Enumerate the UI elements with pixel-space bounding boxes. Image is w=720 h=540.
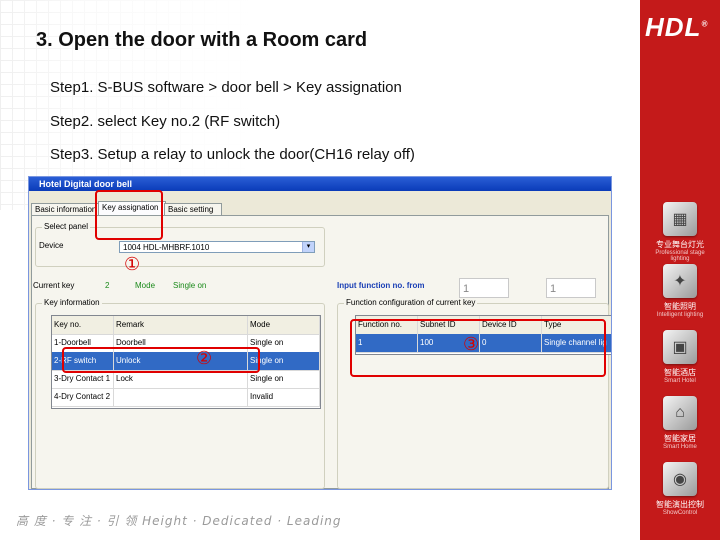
window-title: Hotel Digital door bell <box>29 177 611 191</box>
key-info-label: Key information <box>42 298 102 307</box>
logo-mark: ® <box>701 19 709 29</box>
column-header: Mode <box>248 316 320 334</box>
mode-cell: Single on <box>248 352 320 370</box>
feature-stage-lighting: ▦ 专业舞台灯光 Professional stage lighting <box>648 202 712 262</box>
device-label: Device <box>39 241 64 250</box>
feature-cn-label: 智能照明 <box>664 302 696 311</box>
key-cell: 3-Dry Contact 1 <box>52 370 114 388</box>
footer-slogan: 高 度 · 专 注 · 引 领 Height · Dedicated · Lea… <box>16 514 342 528</box>
mode-value: Single on <box>173 281 207 290</box>
feature-en-label: ShowControl <box>662 510 698 516</box>
feature-hotel: ▣ 智能酒店 Smart Hotel <box>648 330 712 384</box>
type-cell: Single channel lig <box>542 334 611 352</box>
remark-cell <box>114 388 248 406</box>
select-panel-label: Select panel <box>42 222 91 231</box>
mode-cell: Single on <box>248 370 320 388</box>
input-function-label: Input function no. from <box>337 281 425 290</box>
function-config-group: Function configuration of current key <box>337 298 609 489</box>
key-table-header: Key no. Remark Mode <box>52 316 320 335</box>
feature-en-label: Intelligent lighting <box>656 312 704 318</box>
input-to-field[interactable]: 1 <box>546 278 596 298</box>
mode-cell: Invalid <box>248 388 320 406</box>
feature-cn-label: 智能家居 <box>664 434 696 443</box>
step-2: Step2. select Key no.2 (RF switch) <box>50 113 281 130</box>
home-icon: ⌂ <box>663 396 697 430</box>
table-row[interactable]: 3-Dry Contact 1 Lock Single on <box>52 370 320 389</box>
column-header: Remark <box>114 316 248 334</box>
step-3: Step3. Setup a relay to unlock the door(… <box>50 146 415 163</box>
key-cell: 2-RF switch <box>52 352 114 370</box>
highlight-box-2 <box>62 347 260 373</box>
key-table: Key no. Remark Mode 1-Doorbell Doorbell … <box>51 315 321 409</box>
hotel-icon: ▣ <box>663 330 697 364</box>
feature-cn-label: 智能演出控制 <box>656 500 704 509</box>
slide-title: 3. Open the door with a Room card <box>36 29 368 51</box>
feature-en-label: Smart Hotel <box>664 378 696 384</box>
chevron-down-icon[interactable]: ▾ <box>302 242 314 252</box>
column-header: Function no. <box>356 316 418 334</box>
key-info-group: Key information <box>35 298 325 489</box>
bulb-icon: ✦ <box>663 264 697 298</box>
feature-en-label: Professional stage lighting <box>655 250 705 262</box>
feature-lighting: ✦ 智能照明 Intelligent lighting <box>648 264 712 318</box>
annotation-number-2: ② <box>196 348 213 369</box>
annotation-number-3: ③ <box>463 334 480 355</box>
highlight-box-3 <box>350 319 606 377</box>
annotation-number-1: ① <box>124 254 141 275</box>
stage-lighting-icon: ▦ <box>663 202 697 236</box>
mode-cell: Single on <box>248 334 320 352</box>
feature-home: ⌂ 智能家居 Smart Home <box>648 396 712 450</box>
remark-cell: Doorbell <box>114 334 248 352</box>
feature-cn-label: 专业舞台灯光 <box>656 240 704 249</box>
input-from-field[interactable]: 1 <box>459 278 509 298</box>
device-value: 1004 HDL-MHBRF.1010 <box>123 243 210 252</box>
current-key-value: 2 <box>105 281 110 290</box>
hdl-logo: HDL® <box>645 12 708 43</box>
subnet-cell: 100 <box>418 334 480 352</box>
feature-en-label: Smart Home <box>663 444 697 450</box>
column-header: Type <box>542 316 611 334</box>
table-row-selected[interactable]: 1 100 0 Single channel lig <box>356 334 611 353</box>
column-header: Subnet ID <box>418 316 480 334</box>
feature-cn-label: 智能酒店 <box>664 368 696 377</box>
key-cell: 4-Dry Contact 2 <box>52 388 114 406</box>
remark-cell: Unlock <box>114 352 248 370</box>
mode-label: Mode <box>135 281 156 290</box>
app-window: Hotel Digital door bell Basic informatio… <box>28 176 612 490</box>
select-panel-group: Select panel <box>35 222 325 267</box>
logo-text: HDL <box>645 12 702 42</box>
function-config-label: Function configuration of current key <box>344 298 478 307</box>
current-key-label: Current key <box>33 281 75 290</box>
device-cell: 0 <box>480 334 542 352</box>
device-dropdown[interactable]: 1004 HDL-MHBRF.1010 ▾ <box>119 241 315 253</box>
column-header: Key no. <box>52 316 114 334</box>
key-cell: 1-Doorbell <box>52 334 114 352</box>
slide: 3. Open the door with a Room card Step1.… <box>0 0 640 528</box>
highlight-box-1 <box>95 190 163 240</box>
function-no-cell: 1 <box>356 334 418 352</box>
table-row[interactable]: 4-Dry Contact 2 Invalid <box>52 388 320 407</box>
table-row-selected[interactable]: 2-RF switch Unlock Single on <box>52 352 320 371</box>
tab-basic-setting[interactable]: Basic setting <box>164 203 222 216</box>
show-control-icon: ◉ <box>663 462 697 496</box>
feature-show-control: ◉ 智能演出控制 ShowControl <box>648 462 712 516</box>
column-header: Device ID <box>480 316 542 334</box>
step-1: Step1. S-BUS software > door bell > Key … <box>50 79 402 96</box>
remark-cell: Lock <box>114 370 248 388</box>
